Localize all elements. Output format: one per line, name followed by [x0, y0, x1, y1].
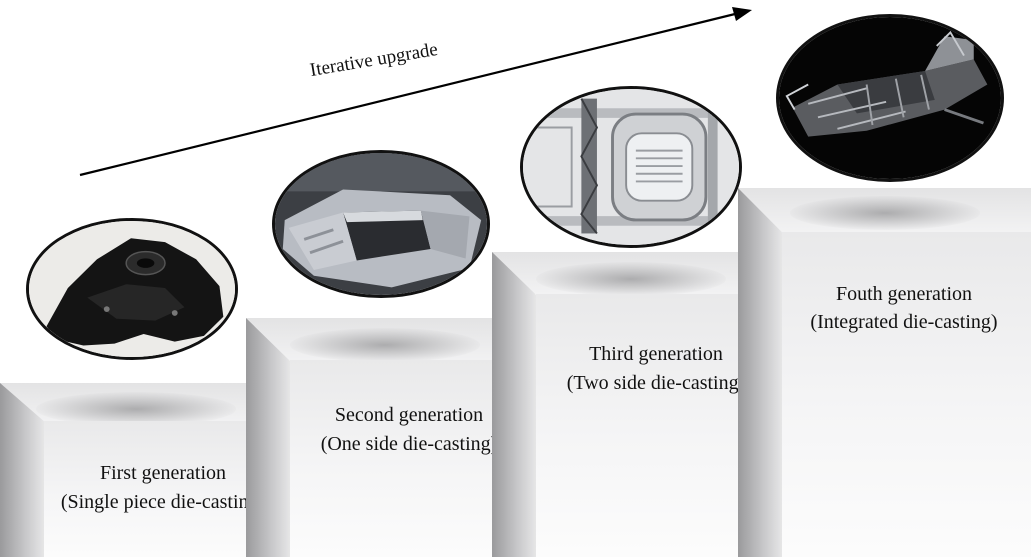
step-title: Second generation [334, 404, 484, 426]
step-title: Third generation [589, 343, 723, 365]
step-subtitle: (Single piece die-casting) [60, 491, 266, 513]
step-subtitle: (One side die-casting) [320, 433, 498, 455]
step-subtitle: (Integrated die-casting) [810, 311, 998, 333]
first-generation-part-image [26, 218, 238, 360]
fourth-generation-part-image [776, 14, 1004, 182]
step-title: First generation [99, 462, 227, 484]
third-generation-part-image [520, 86, 742, 248]
step-title: Fouth generation [835, 283, 973, 305]
step-subtitle: (Two side die-casting) [566, 372, 746, 394]
second-generation-part-image [272, 150, 490, 298]
